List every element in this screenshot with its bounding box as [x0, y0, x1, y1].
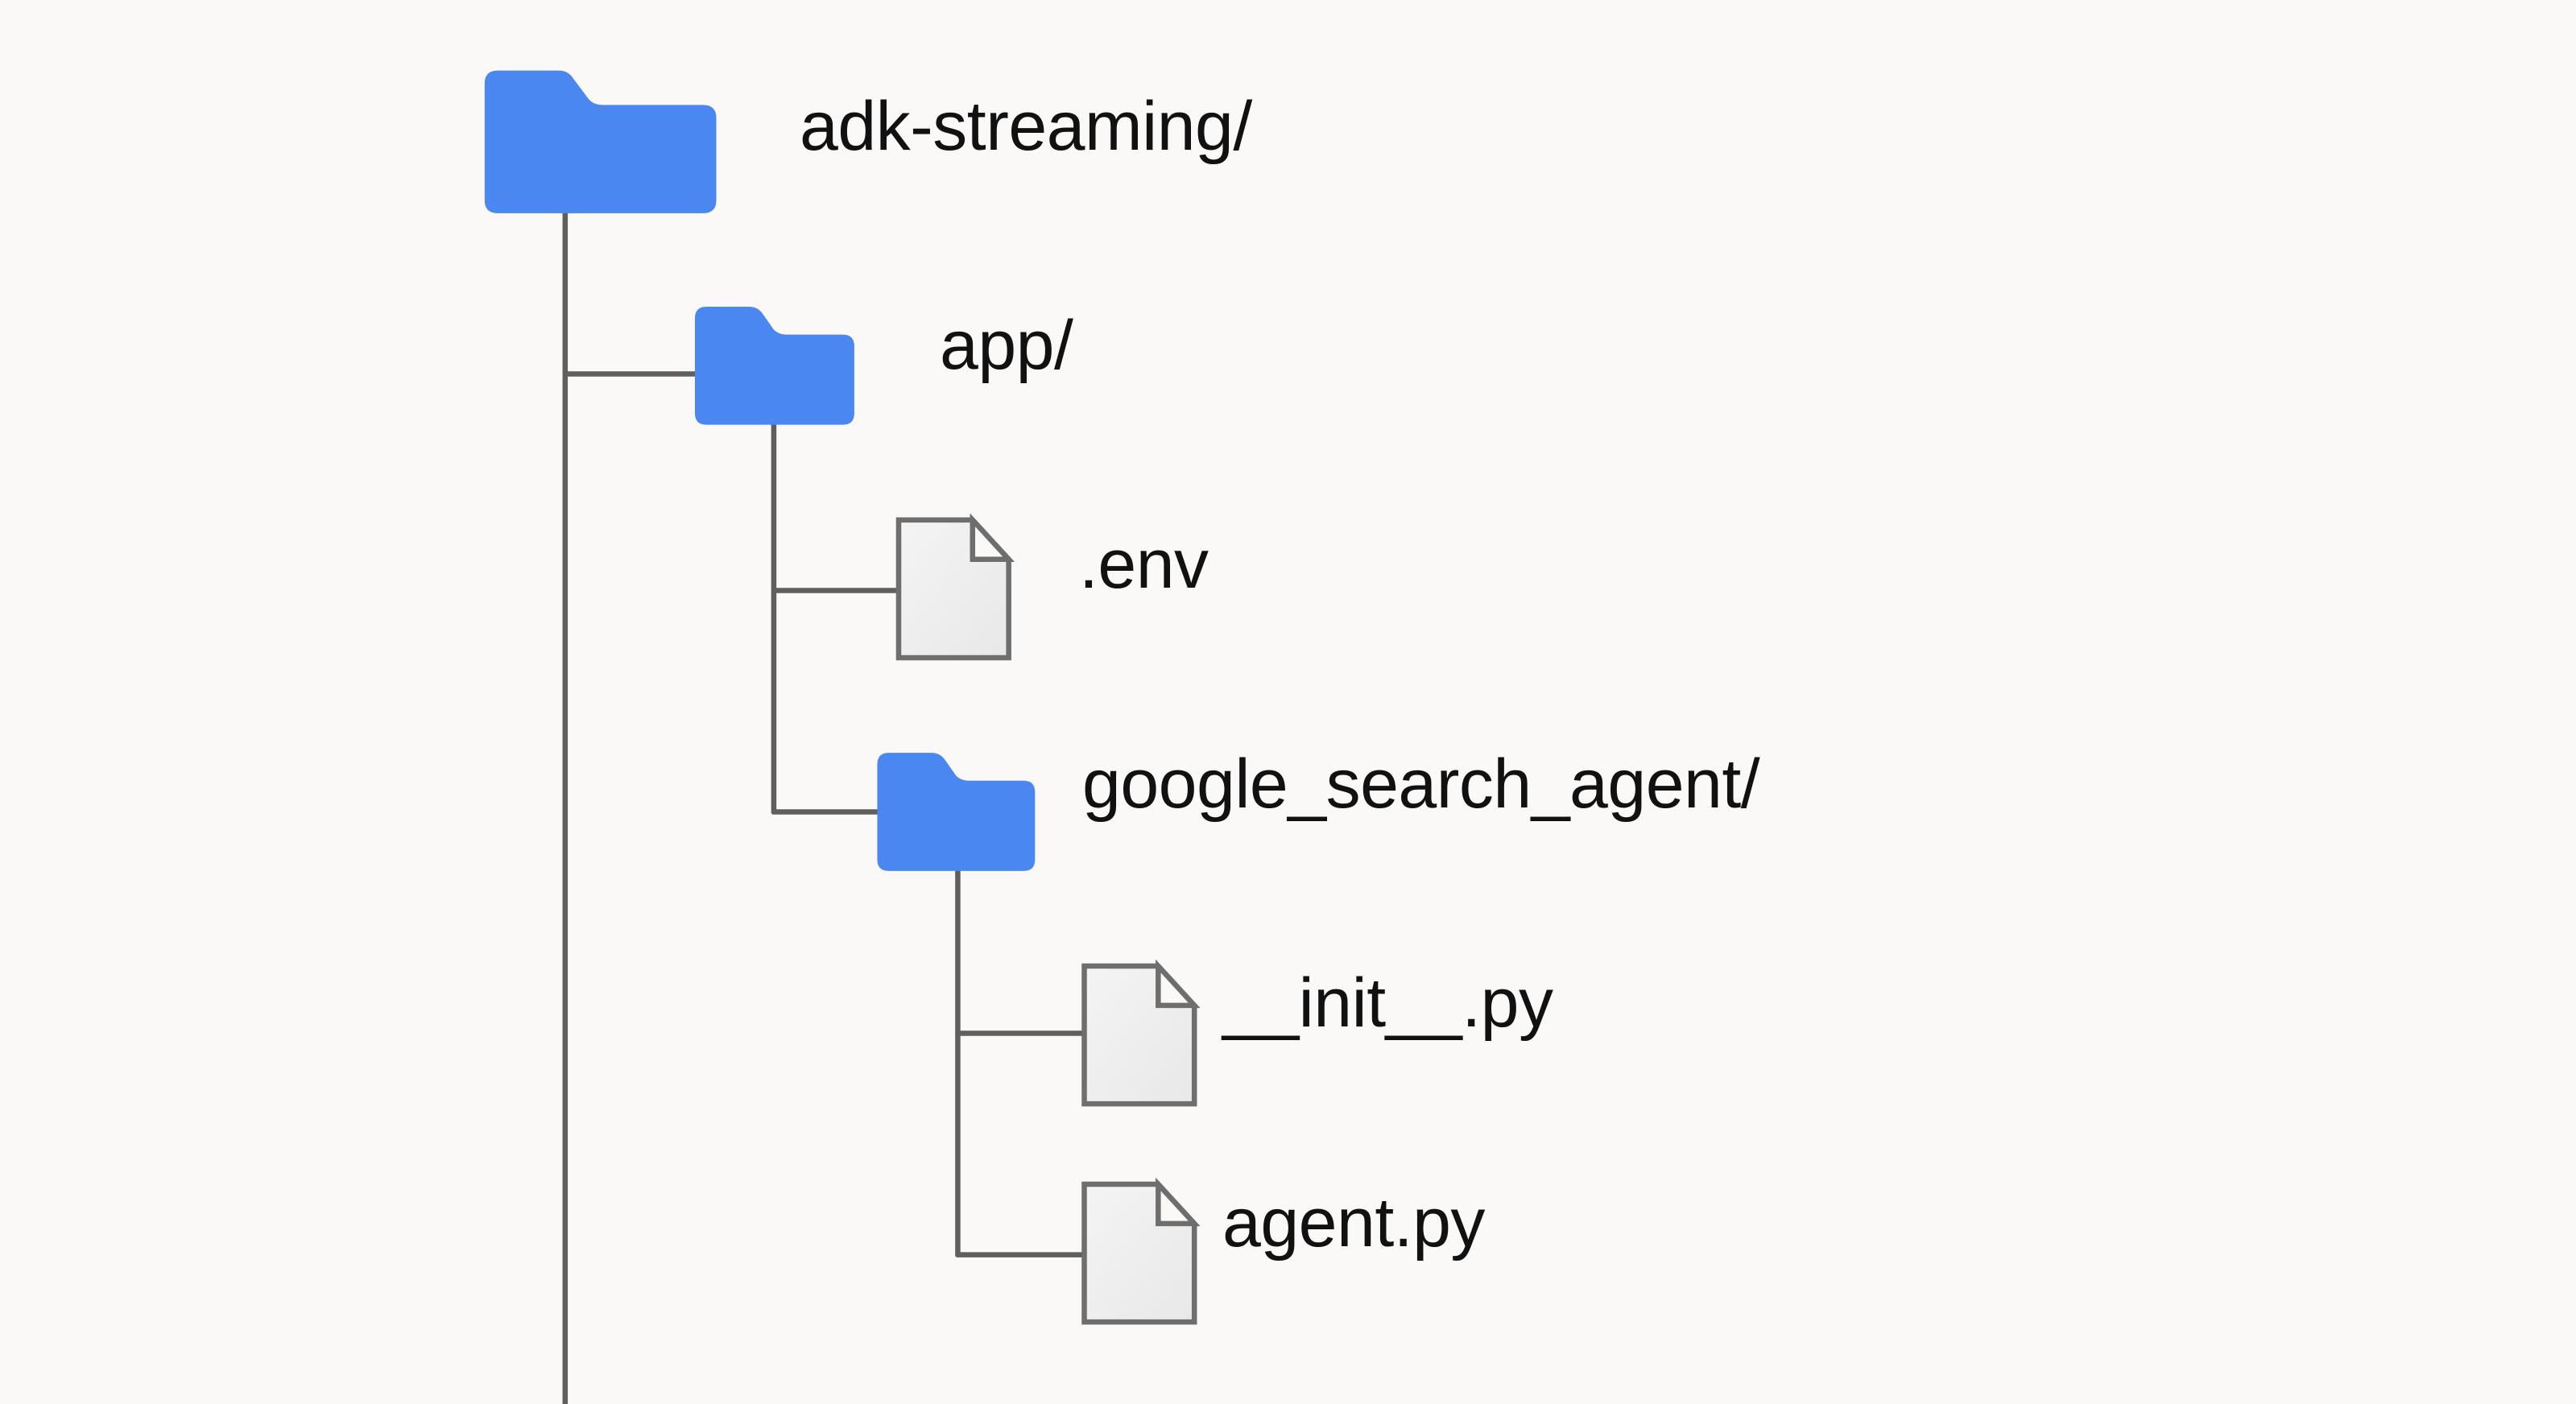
- folder-icon[interactable]: [877, 753, 1036, 871]
- connector-lines: [562, 193, 1086, 1404]
- file-icon-fold: [1156, 959, 1201, 1009]
- folder-icon-shape: [694, 306, 854, 425]
- folder-icon-shape: [877, 753, 1036, 871]
- file-icon[interactable]: [1081, 1177, 1201, 1325]
- tree-node-label-init-py[interactable]: __init__.py: [1222, 964, 1553, 1042]
- tree-node-label-agent-py[interactable]: agent.py: [1222, 1184, 1485, 1262]
- folder-icon[interactable]: [694, 306, 854, 425]
- folder-icon-shape: [484, 70, 717, 213]
- file-icon-fold: [970, 513, 1015, 563]
- file-icon-fold: [1156, 1177, 1201, 1227]
- tree-node-label-google-search-agent[interactable]: google_search_agent/: [1082, 745, 1760, 823]
- folder-icon[interactable]: [484, 70, 717, 213]
- tree-node-label-app[interactable]: app/: [940, 307, 1073, 384]
- tree-node-label-env[interactable]: .env: [1079, 526, 1209, 603]
- file-icon[interactable]: [1081, 959, 1201, 1107]
- tree-node-label-adk-streaming[interactable]: adk-streaming/: [800, 88, 1252, 165]
- file-icon[interactable]: [895, 513, 1015, 661]
